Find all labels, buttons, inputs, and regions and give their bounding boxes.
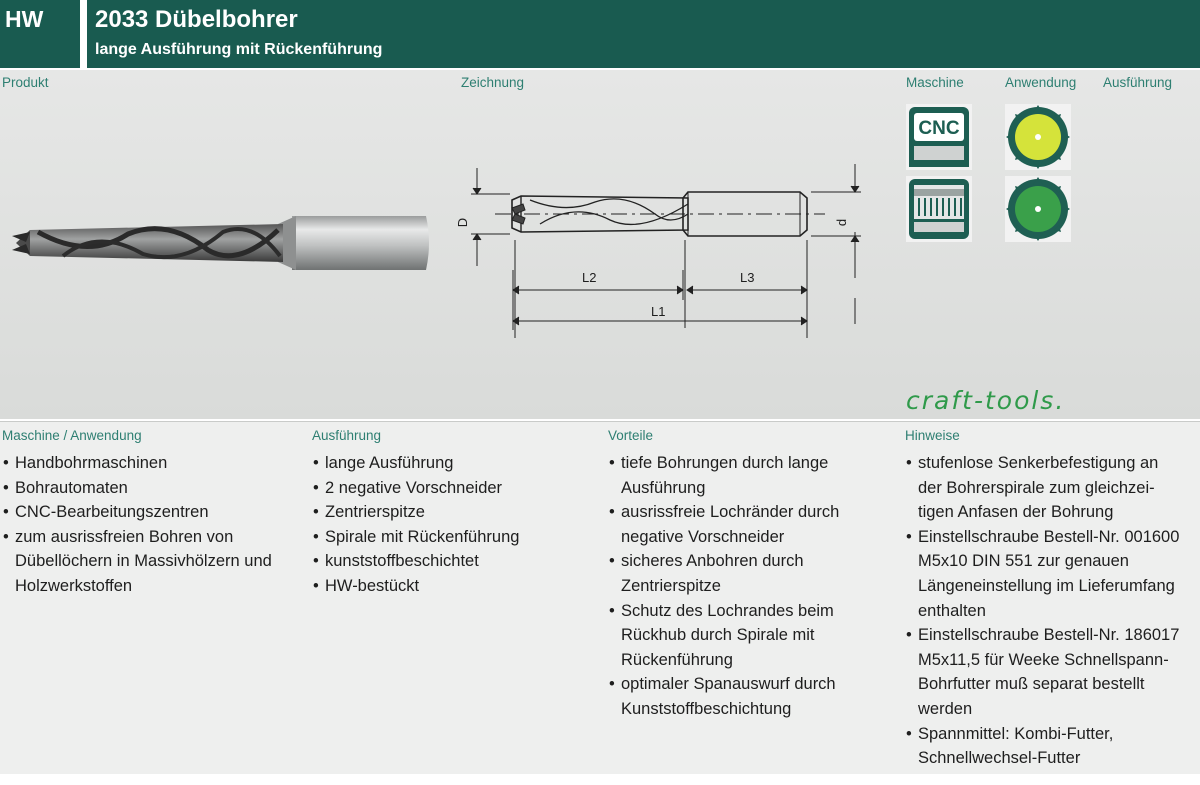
list-item: Spirale mit Rückenführung [312,525,592,550]
header-bar: HW 2033 Dübelbohrer lange Ausführung mit… [0,0,1200,68]
section-heading: Hinweise [905,428,960,443]
list-item: 2 negative Vorschneider [312,476,592,501]
material-badge: HW [0,0,80,68]
dim-label-L3: L3 [740,270,755,285]
list-item: Schutz des Lochrandes beim Rückhub durch… [608,599,878,673]
section-heading: Ausführung [312,428,382,443]
saw-blade-green-icon [1005,176,1071,242]
list-item: sicheres Anbohren durch Zentrierspitze [608,549,878,598]
product-subtitle: lange Ausführung mit Rückenführung [95,41,383,58]
list-item: lange Ausführung [312,451,592,476]
cnc-machine-icon: CNC [906,104,972,170]
list-item: Zentrierspitze [312,500,592,525]
list-item: tiefe Bohrungen durch lange Ausführung [608,451,878,500]
cnc-icon-text: CNC [918,118,959,139]
craft-tools-logo: craft-tools. [906,386,1066,415]
list-item: zum ausrissfreien Bohren von Dübellöcher… [2,525,302,599]
dim-label-L2: L2 [582,270,597,285]
list-item: optimaler Spanauswurf durch Kunststoffbe… [608,672,878,721]
list-item: Bohrautomaten [2,476,302,501]
title-block: 2033 Dübelbohrer lange Ausführung mit Rü… [87,0,1200,68]
list-item: Einstellschraube Bestell-Nr. 001600 M5x1… [905,525,1185,623]
section-ausfuehrung: Ausführung lange Ausführung 2 negative V… [312,428,592,599]
material-badge-label: HW [5,6,44,32]
dim-label-D: D [455,217,471,228]
dimension-lines [512,270,808,330]
list-item: kunststoffbeschichtet [312,549,592,574]
product-overview-panel: Produkt Zeichnung Maschine Anwendung Aus… [0,70,1200,419]
list-item: stufenlose Senkerbefestigung an der Bohr… [905,451,1185,525]
list-item: HW-bestückt [312,574,592,599]
list-item: Spannmittel: Kombi-Futter, Schnellwechse… [905,722,1185,771]
drill-bit-product-image [12,216,429,270]
label-maschine: Maschine [906,75,964,90]
saw-blade-yellow-icon [1005,104,1071,170]
list-item: ausrissfreie Lochränder durch negative V… [608,500,878,549]
label-produkt: Produkt [2,75,49,90]
section-heading: Vorteile [608,428,654,443]
dim-label-d: d [834,218,850,227]
section-vorteile: Vorteile tiefe Bohrungen durch lange Aus… [608,428,878,722]
dim-label-L1: L1 [651,304,666,319]
list-item: Einstellschraube Bestell-Nr. 186017 M5x1… [905,623,1185,721]
details-panel: Maschine / Anwendung Handbohrmaschinen B… [0,421,1200,774]
label-anwendung: Anwendung [1005,75,1077,90]
drilling-machine-icon [906,176,972,242]
product-title: 2033 Dübelbohrer [95,6,298,33]
section-maschine-anwendung: Maschine / Anwendung Handbohrmaschinen B… [2,428,302,599]
label-zeichnung: Zeichnung [461,75,525,90]
label-ausfuehrung: Ausführung [1103,75,1173,90]
list-item: CNC-Bearbeitungszentren [2,500,302,525]
section-hinweise: Hinweise stufenlose Senkerbefestigung an… [905,428,1185,771]
section-heading: Maschine / Anwendung [2,428,142,443]
list-item: Handbohrmaschinen [2,451,302,476]
technical-drawing [471,164,861,338]
